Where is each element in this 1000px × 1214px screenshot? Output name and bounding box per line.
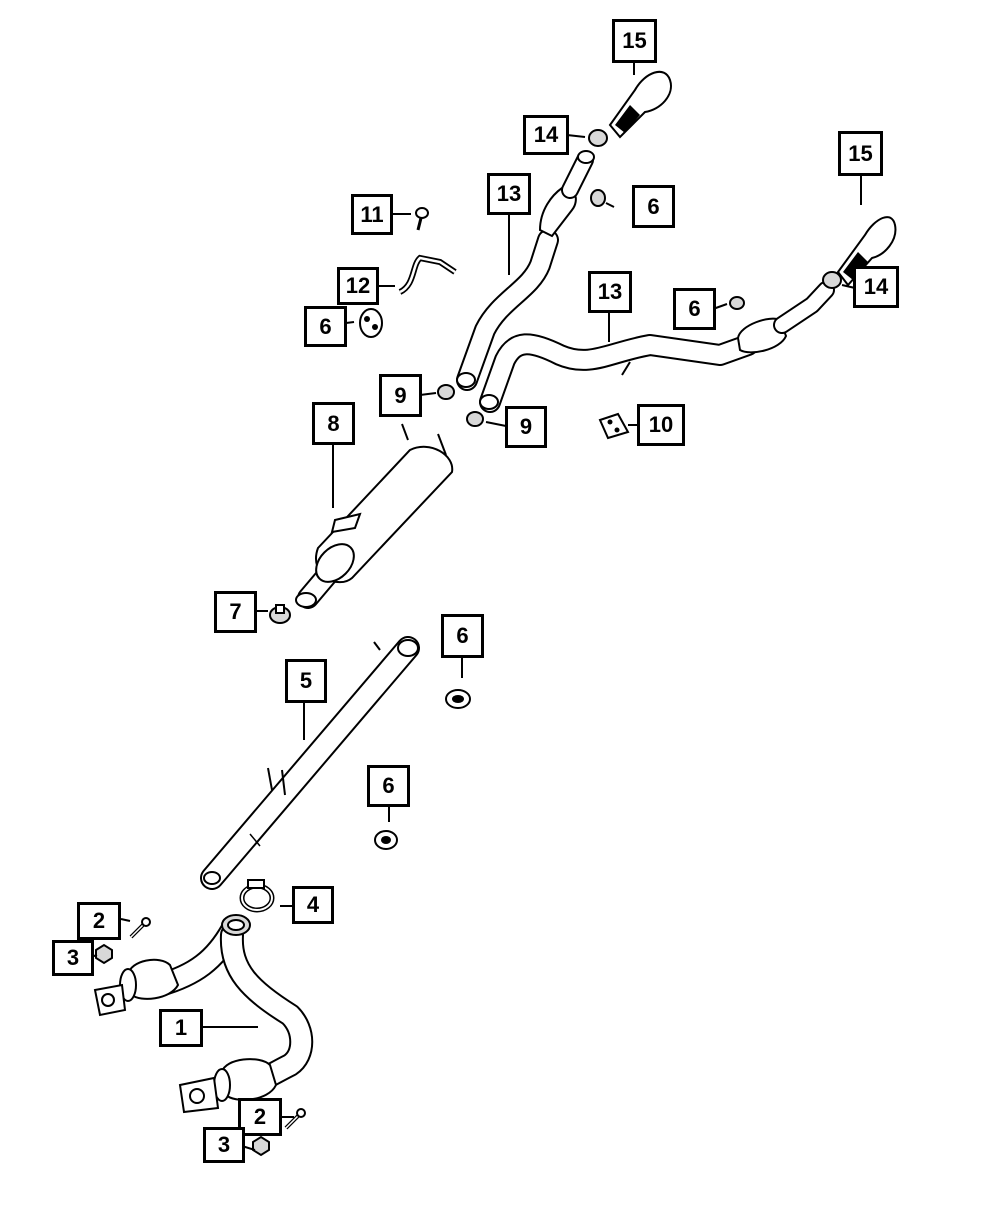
nut-upper xyxy=(95,943,113,965)
callout-4: 4 xyxy=(292,886,334,924)
tailpipe-right xyxy=(479,281,835,413)
muffler xyxy=(295,423,454,609)
clamp-tip-right xyxy=(822,271,842,289)
callout-9-right: 9 xyxy=(505,406,547,448)
clamp-tip-left xyxy=(588,129,608,147)
clamp-right xyxy=(466,411,484,427)
y-pipe-catalytic-converters xyxy=(93,914,314,1114)
callout-9-left: 9 xyxy=(379,374,422,417)
clamp-left xyxy=(437,384,455,400)
isolator-small-upper xyxy=(590,189,606,207)
exhaust-tip-left xyxy=(608,70,672,139)
callout-7: 7 xyxy=(214,591,257,633)
bolt-upper xyxy=(129,917,151,939)
nut-lower xyxy=(252,1135,270,1157)
clamp-muffler xyxy=(269,604,291,624)
callout-6-mid: 6 xyxy=(441,614,484,658)
callout-6-upper: 6 xyxy=(632,185,675,228)
callout-6-right: 6 xyxy=(673,288,716,330)
callout-6-left: 6 xyxy=(304,306,347,347)
isolator-lower xyxy=(374,830,398,850)
callout-12: 12 xyxy=(337,267,379,305)
intermediate-pipe xyxy=(200,636,420,890)
callout-2-lower: 2 xyxy=(238,1098,282,1136)
callout-15-right: 15 xyxy=(838,131,883,176)
isolator-small-right xyxy=(729,296,745,310)
isolator-mid-right xyxy=(445,689,471,709)
callout-13-left: 13 xyxy=(487,173,531,215)
callout-13-right: 13 xyxy=(588,271,632,313)
callout-11: 11 xyxy=(351,194,393,235)
bolt-hanger xyxy=(415,207,429,231)
isolator-block xyxy=(598,412,630,440)
hanger-bracket xyxy=(398,254,457,295)
bolt-lower xyxy=(284,1108,306,1130)
callout-10: 10 xyxy=(637,404,685,446)
callout-6-lower: 6 xyxy=(367,765,410,807)
tailpipe-left xyxy=(456,150,595,391)
callout-3-lower: 3 xyxy=(203,1127,245,1163)
callout-1: 1 xyxy=(159,1009,203,1047)
callout-8: 8 xyxy=(312,402,355,445)
callout-3-upper: 3 xyxy=(52,940,94,976)
callout-5: 5 xyxy=(285,659,327,703)
callout-15-left: 15 xyxy=(612,19,657,63)
callout-14-left: 14 xyxy=(523,115,569,155)
callout-14-right: 14 xyxy=(853,266,899,308)
isolator-large-left xyxy=(359,308,383,338)
leader-lines xyxy=(87,62,862,1151)
band-clamp xyxy=(239,879,275,913)
callout-2-upper: 2 xyxy=(77,902,121,940)
